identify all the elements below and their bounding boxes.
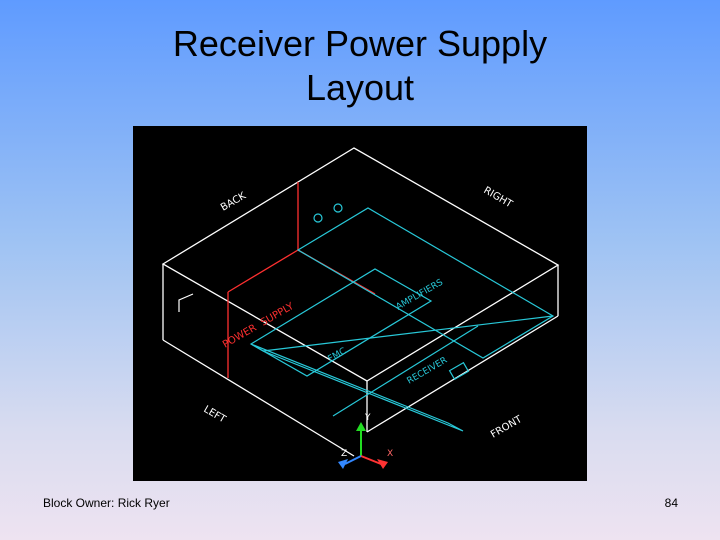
- label-supply: SUPPLY: [259, 301, 297, 329]
- title-line-1: Receiver Power Supply: [172, 23, 548, 64]
- amplifiers-outline: [296, 207, 555, 359]
- power-supply-top-edge: [227, 249, 299, 293]
- label-receiver: RECEIVER: [406, 356, 450, 387]
- label-fiber-mux: FMC: [327, 346, 349, 364]
- axis-z-label: Z: [341, 449, 347, 459]
- enclosure-front-bottom-edge: [366, 315, 559, 433]
- block-owner-footer: Block Owner: Rick Ryer: [43, 496, 170, 510]
- label-front: FRONT: [489, 414, 525, 441]
- axis-y-label: Y: [364, 413, 371, 423]
- label-power: POWER: [221, 323, 259, 351]
- axis-y-arrow: [356, 422, 366, 431]
- slide-title: Receiver Power Supply Layout: [0, 22, 720, 110]
- fiber-mux-outline: [249, 268, 433, 377]
- label-left: LEFT: [202, 404, 229, 426]
- axis-x-line: [360, 455, 382, 465]
- receiver-divider: [332, 325, 479, 417]
- axis-x-arrow: [377, 459, 388, 469]
- enclosure-top-face: [161, 147, 560, 382]
- title-line-2: Layout: [305, 67, 415, 108]
- cad-layout-view: BACK RIGHT LEFT FRONT POWER SUPPLY AMPLI…: [133, 126, 587, 481]
- label-back: BACK: [219, 190, 248, 213]
- axis-x-label: X: [387, 449, 393, 459]
- module-outlines: [249, 203, 555, 432]
- isometric-layout-drawing: BACK RIGHT LEFT FRONT POWER SUPPLY AMPLI…: [161, 147, 560, 469]
- axis-z-line: [344, 455, 362, 465]
- label-right: RIGHT: [482, 185, 515, 211]
- page-number: 84: [664, 496, 678, 510]
- connector-circle-2: [333, 203, 343, 213]
- connector-circle-1: [313, 213, 323, 223]
- receiver-top-edge: [262, 315, 554, 352]
- mounting-bracket: [178, 293, 194, 312]
- axis-z-arrow: [338, 459, 348, 469]
- receiver-connector: [448, 361, 470, 381]
- enclosure-outline: [161, 147, 560, 457]
- axis-triad: Y X Z: [338, 413, 393, 469]
- enclosure-bottom-edge: [162, 339, 355, 457]
- receiver-outline: [250, 343, 464, 432]
